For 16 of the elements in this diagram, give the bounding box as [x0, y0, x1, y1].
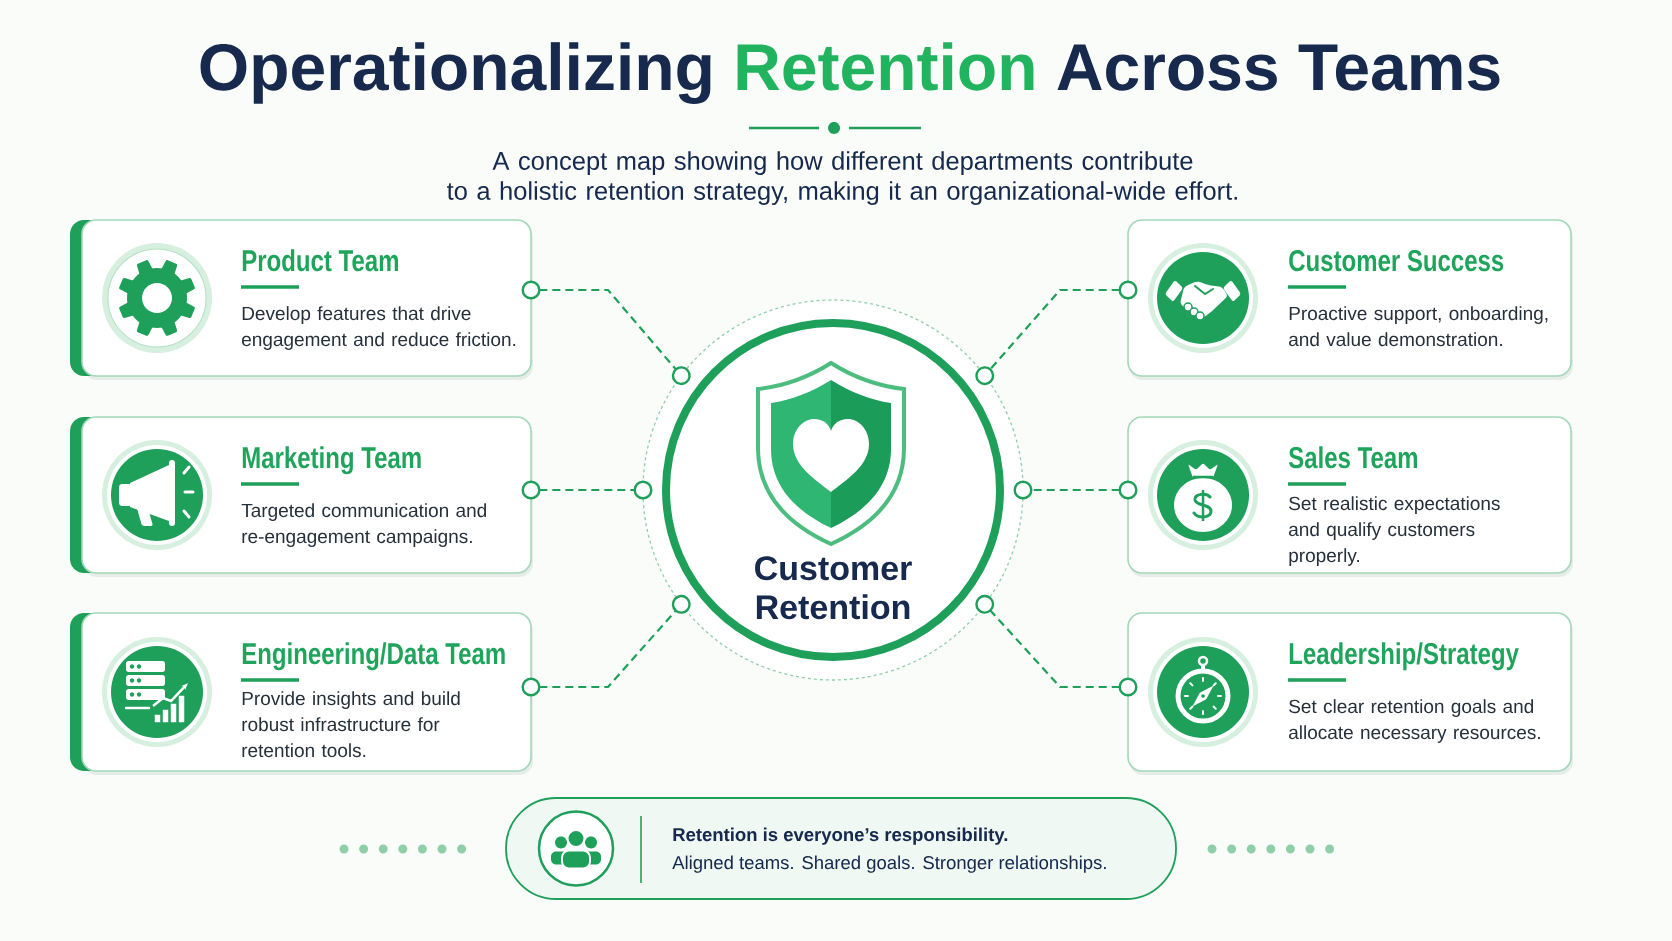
- subtitle: A concept map showing how different departments contribute to a holistic retention strategy, making it an organizational-wide effort.: [447, 151, 1237, 205]
- card-text: Targeted communication and re-engagement campaigns.: [241, 503, 486, 547]
- card-text: Proactive support, onboarding, and value demonstration.: [1289, 306, 1548, 347]
- card-text: Set clear retention goals and allocate necessary resources.: [1289, 699, 1540, 743]
- card-heading: Marketing Team: [242, 446, 421, 475]
- title: Operationalizing Retention Across Teams: [200, 42, 1500, 104]
- card-heading: Sales Team: [1288, 446, 1418, 469]
- card-text: Provide insights and build robust infrastructure for retention tools.: [242, 691, 460, 758]
- banner-text: Aligned teams. Shared goals. Stronger relationships.: [672, 855, 1106, 873]
- card-heading: Engineering/Data Team: [242, 642, 505, 671]
- card-heading: Product Team: [242, 249, 398, 272]
- card-text: Develop features that drive engagement and reduce friction.: [242, 306, 516, 350]
- card-heading: Leadership/Strategy: [1289, 642, 1519, 671]
- banner-heading: Retention is everyone’s responsibility.: [673, 827, 1008, 845]
- card-text: Set realistic expectations and qualify customers properly.: [1289, 496, 1500, 566]
- card-heading: Customer Success: [1289, 250, 1504, 272]
